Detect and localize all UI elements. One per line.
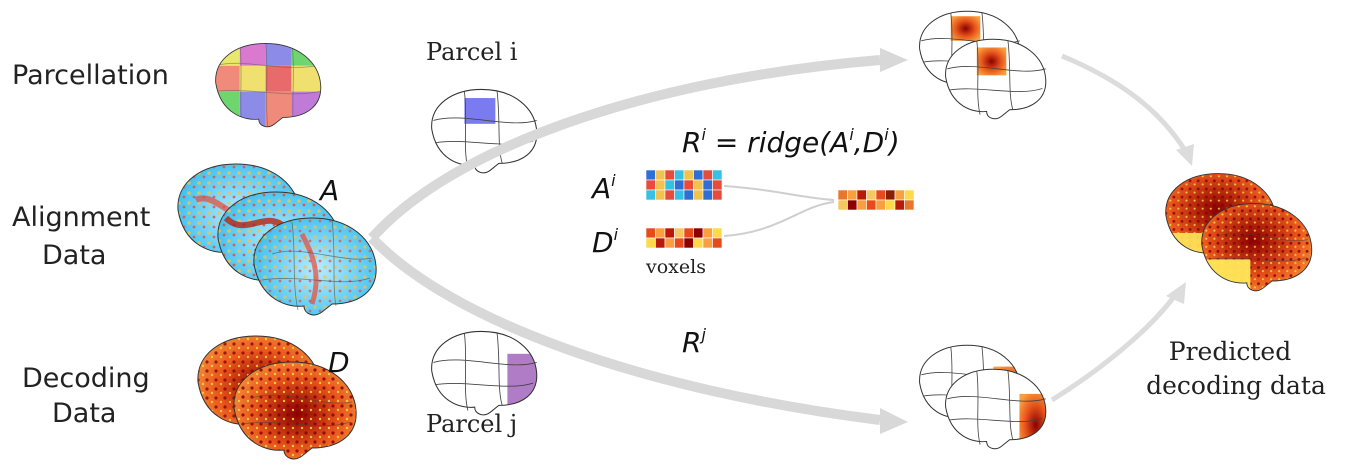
matrix-cell [693,189,704,201]
label-var-a: A [318,174,339,207]
matrix-cell [674,179,685,191]
matrix-cell [664,237,675,249]
label-parcel-j: Parcel j [426,410,517,438]
matrix-cell [693,227,704,239]
rj-label: Rj [682,325,706,359]
matrix-cell [683,169,694,181]
matrix-cell [875,199,886,211]
matrix-cell [645,189,656,201]
label-parcel-i: Parcel i [426,38,518,66]
matrix-cell [674,227,685,239]
matrix-cell [866,199,877,211]
decoding-brain-stack [197,335,357,460]
matrix-cell [674,189,685,201]
matrix-cell [837,189,848,201]
label-alignment-line2: Data [42,240,106,271]
ridge-equation: Ri = ridge(Ai,Di) [682,125,900,159]
matrix-a [645,169,723,201]
matrix-cell [683,227,694,239]
matrix-r [837,189,915,211]
matrix-cell [655,189,666,201]
merge-arrows [1050,53,1194,403]
parcel-j-brain [431,330,538,416]
matrix-cell [645,227,656,239]
matrix-cell [712,237,723,249]
matrix-cell [712,179,723,191]
matrix-cell [712,169,723,181]
matrix-cell [866,189,877,201]
matrix-cell [674,237,685,249]
matrix-cell [645,179,656,191]
matrix-cell [875,189,886,201]
matrix-cell [856,199,867,211]
matrix-cell [645,237,656,249]
matrix-cell [693,237,704,249]
matrix-cell [674,169,685,181]
matrix-cell [664,179,675,191]
matrix-cell [904,189,915,201]
label-var-d: D [328,346,350,379]
label-predicted-line1: Predicted [1169,337,1291,366]
alignment-brain-stack [177,163,377,316]
matrix-cell [664,169,675,181]
matrix-cell [904,199,915,211]
matrix-a-label: Ai [590,171,616,205]
matrix-cell [885,199,896,211]
parcel-i-brain [431,88,538,174]
matrix-cell [664,189,675,201]
label-decoding-line2: Data [52,398,116,429]
matrix-cell [837,199,848,211]
matrix-cell [693,179,704,191]
matrix-cell [894,199,905,211]
matrix-cell [712,227,723,239]
label-predicted-line2: decoding data [1146,371,1326,400]
label-parcellation: Parcellation [12,60,169,91]
matrix-d-label: Di [592,225,619,259]
matrix-cell [645,169,656,181]
matrix-cell [655,237,666,249]
matrix-cell [894,189,905,201]
label-alignment-line1: Alignment [12,202,150,233]
matrix-cell [702,169,713,181]
matrix-cell [847,199,858,211]
matrix-d [645,227,723,249]
matrix-cell [655,169,666,181]
matrix-cell [712,189,723,201]
matrix-cell [702,179,713,191]
matrix-cell [702,237,713,249]
predicted-decoding-brain-stack [1165,173,1313,292]
fork-arrows [368,48,908,434]
matrix-cell [683,237,694,249]
label-voxels: voxels [645,256,706,278]
matrix-cell [655,227,666,239]
matrix-cell [847,189,858,201]
matrix-cell [655,179,666,191]
label-decoding-line1: Decoding [22,363,150,394]
matrix-cell [683,179,694,191]
matrix-cell [664,227,675,239]
matrix-cell [683,189,694,201]
parcellation-brain [215,43,322,128]
matrix-cell [885,189,896,201]
matrix-cell [693,169,704,181]
matrix-connectors [723,185,835,237]
predicted-parcel-j-brains [919,344,1047,450]
matrix-cell [702,227,713,239]
matrix-cell [702,189,713,201]
predicted-parcel-i-brains [919,10,1047,120]
matrix-cell [856,189,867,201]
